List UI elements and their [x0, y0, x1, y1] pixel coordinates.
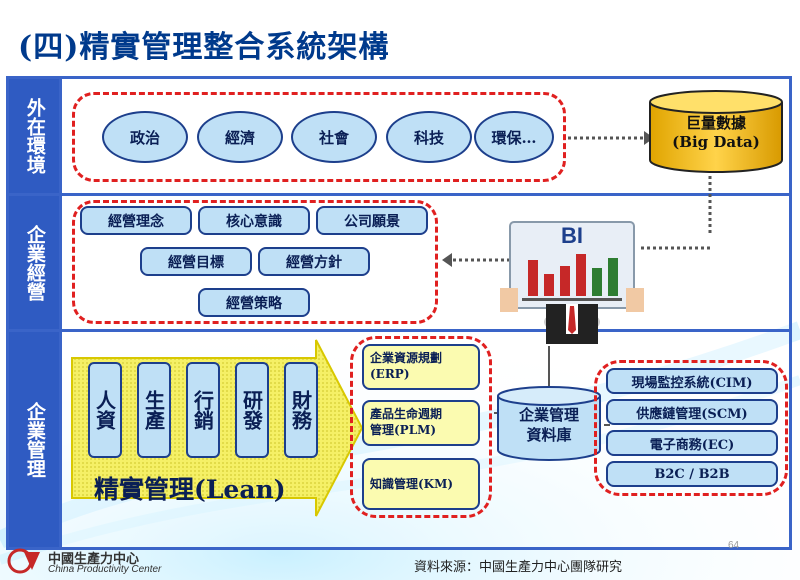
cpc-logo-icon: [7, 548, 40, 574]
system-ec: 電子商務(EC): [606, 430, 778, 456]
big-data-label: 巨量數據 (Big Data): [672, 114, 760, 151]
business-vision: 公司願景: [316, 206, 428, 235]
bi-person-icon: [500, 221, 644, 344]
big-data-cylinder-icon: [649, 90, 783, 173]
row-label-environment: 外在環境: [9, 79, 59, 193]
business-philosophy: 經營理念: [80, 206, 192, 235]
page-title: (四)精實管理整合系統架構: [18, 30, 390, 65]
arrow-to-big-data: [568, 131, 654, 145]
page-number: 64: [728, 540, 740, 551]
lean-marketing: 行銷: [186, 362, 220, 458]
connector-line: [604, 424, 610, 426]
database-label: 企業管理 資料庫: [518, 406, 579, 444]
system-cim: 現場監控系統(CIM): [606, 368, 778, 394]
lean-label: 精實管理(Lean): [94, 475, 286, 504]
database-cylinder-icon: [497, 386, 601, 461]
env-environment: 環保…: [474, 111, 554, 163]
system-erp: 企業資源規劃(ERP): [362, 344, 480, 390]
lean-production: 生產: [137, 362, 171, 458]
bi-label: BI: [561, 223, 583, 248]
system-b2c-b2b: B2C / B2B: [606, 461, 778, 487]
row-label-business: 企業經營: [9, 196, 59, 329]
system-plm: 產品生命週期管理(PLM): [362, 400, 480, 446]
system-km: 知識管理(KM): [362, 458, 480, 510]
row-label-management: 企業管理: [9, 332, 59, 547]
connector-line: [548, 346, 550, 386]
business-policy: 經營方針: [258, 247, 370, 276]
side-divider: [59, 76, 62, 550]
logo-name: 中國生產力中心: [48, 552, 140, 567]
env-technology: 科技: [386, 111, 472, 163]
source-note: 資料來源：中國生產力中心團隊研究: [414, 560, 623, 575]
logo-en: China Productivity Center: [48, 564, 162, 575]
env-economy: 經濟: [197, 111, 283, 163]
lean-finance: 財務: [284, 362, 318, 458]
systems-left-group: [350, 336, 492, 518]
lean-rnd: 研發: [235, 362, 269, 458]
system-scm: 供應鏈管理(SCM): [606, 399, 778, 425]
systems-right-group: [594, 360, 788, 496]
lean-hr: 人資: [88, 362, 122, 458]
dotted-connector: [640, 246, 710, 250]
business-goal: 經營目標: [140, 247, 252, 276]
dotted-connector: [708, 176, 712, 236]
row-separator: [6, 329, 792, 332]
business-core-awareness: 核心意識: [198, 206, 310, 235]
environment-group: [72, 92, 566, 182]
env-politics: 政治: [102, 111, 188, 163]
row-separator: [6, 193, 792, 196]
business-strategy: 經營策略: [198, 288, 310, 317]
env-society: 社會: [291, 111, 377, 163]
business-group: [72, 200, 438, 324]
